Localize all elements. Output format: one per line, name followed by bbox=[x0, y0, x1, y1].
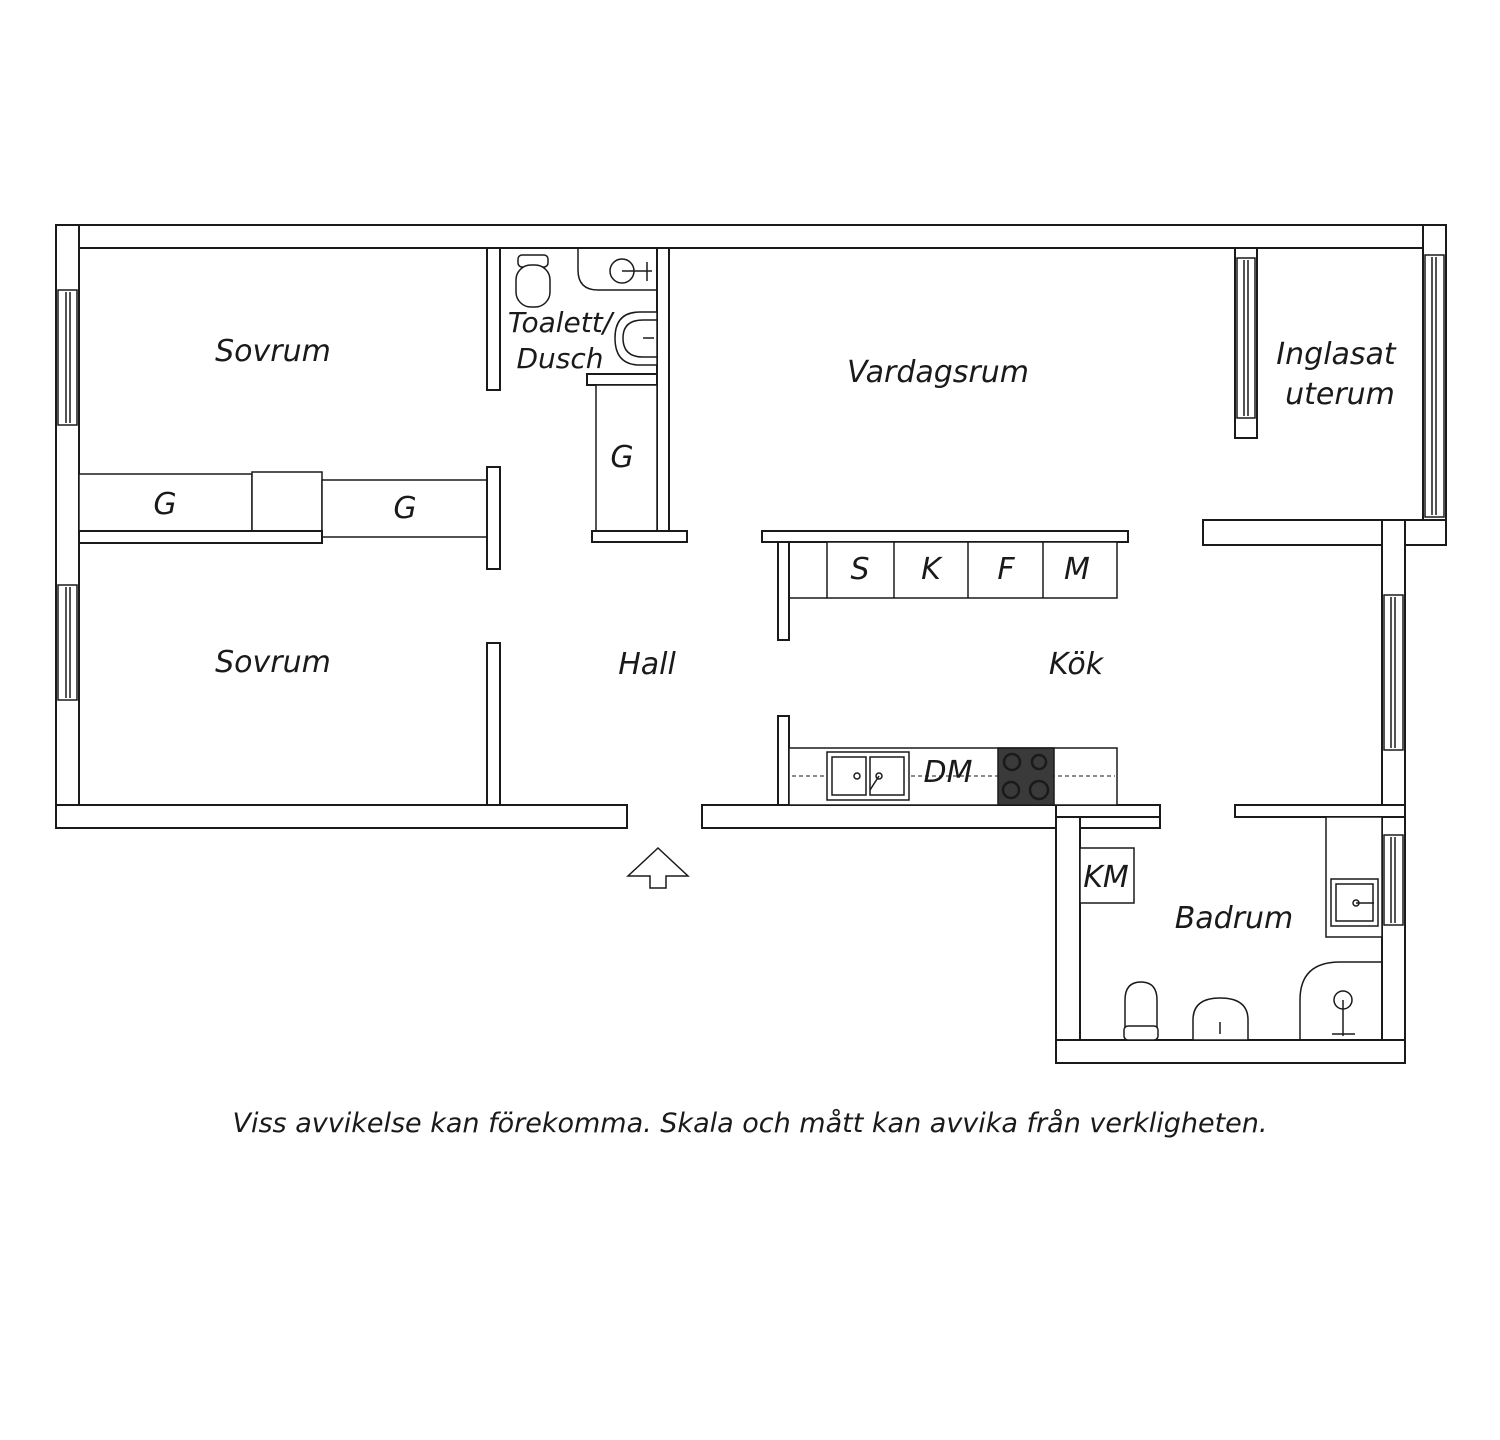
wardrobe-label-left: G bbox=[153, 487, 176, 522]
room-label-toilet-line1: Toalett/ bbox=[508, 306, 615, 339]
room-label-toilet-line2: Dusch bbox=[516, 342, 603, 375]
room-label-hall: Hall bbox=[618, 647, 676, 682]
room-label-sunroom-line2: uterum bbox=[1285, 377, 1395, 412]
entrance-arrow-icon bbox=[626, 846, 690, 889]
washing-machine-label: KM bbox=[1083, 860, 1129, 895]
bathroom-sink-icon bbox=[1325, 816, 1383, 938]
room-label-living-room: Vardagsrum bbox=[847, 355, 1029, 390]
bathroom-shower-icon bbox=[1299, 961, 1382, 1040]
stove-icon bbox=[997, 747, 1055, 806]
kitchen-label-f: F bbox=[997, 552, 1015, 587]
room-label-bedroom-bottom: Sovrum bbox=[215, 645, 331, 680]
dishwasher-label: DM bbox=[924, 755, 973, 790]
disclaimer-text: Viss avvikelse kan förekomma. Skala och … bbox=[232, 1108, 1268, 1139]
inner-walls bbox=[78, 247, 1129, 806]
washing-machine bbox=[1079, 847, 1135, 904]
bathroom-toilet-icon bbox=[1123, 981, 1159, 1041]
room-label-kitchen: Kök bbox=[1049, 647, 1105, 682]
wardrobe-label-middle: G bbox=[393, 491, 416, 526]
windows bbox=[57, 247, 1445, 926]
kitchen-label-k: K bbox=[921, 552, 943, 587]
bathroom-basin-icon bbox=[1192, 997, 1249, 1041]
sink-icon bbox=[614, 311, 658, 366]
kitchen-label-s: S bbox=[850, 552, 869, 587]
room-label-sunroom-line1: Inglasat bbox=[1276, 337, 1397, 372]
shower-icon bbox=[577, 248, 657, 291]
double-sink-icon bbox=[826, 751, 910, 801]
kitchen-cabinets-upper bbox=[789, 541, 1118, 599]
kitchen-counter-lower bbox=[788, 747, 1118, 806]
kitchen-label-m: M bbox=[1064, 552, 1090, 587]
wardrobe-label-hall: G bbox=[610, 440, 633, 475]
room-label-bathroom: Badrum bbox=[1175, 901, 1294, 936]
toilet-icon bbox=[515, 254, 551, 308]
room-label-bedroom-top: Sovrum bbox=[215, 334, 331, 369]
